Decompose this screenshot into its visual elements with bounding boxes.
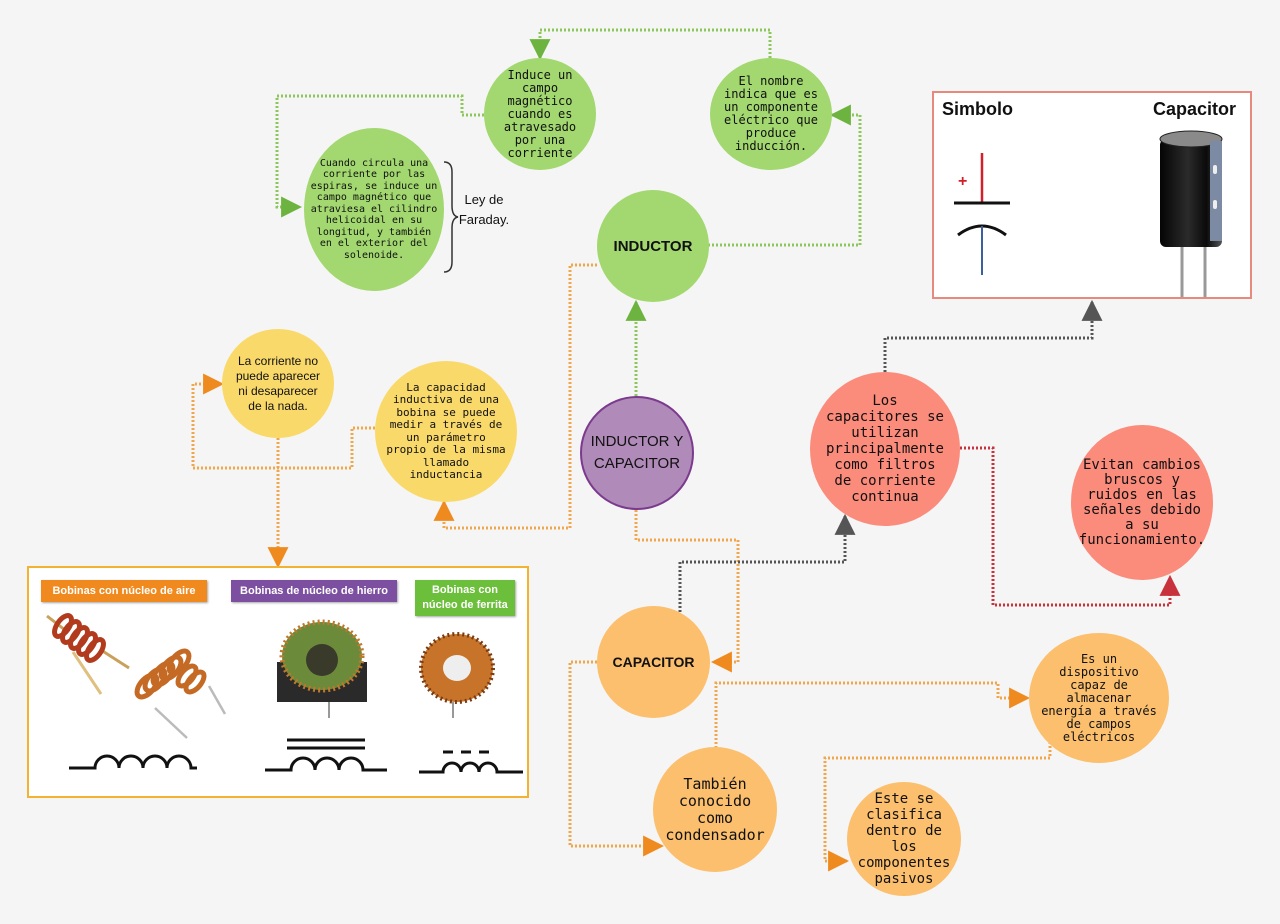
capacitor-symbol-panel: Simbolo Capacitor + [932, 91, 1252, 299]
faraday-brace [443, 161, 459, 273]
iron-core-coil-image [277, 619, 367, 718]
plus-sign: + [958, 173, 968, 190]
iron-core-inductor-symbol [265, 738, 387, 772]
ferrite-core-coil-image [419, 632, 495, 718]
air-coil-image-2 [134, 648, 227, 739]
air-coil-image-1 [46, 613, 130, 695]
solenoid-node[interactable]: Cuando circula una corriente por las esp… [304, 128, 444, 291]
symbol-label: Simbolo [942, 99, 1013, 119]
ferrite-core-inductor-symbol [419, 750, 523, 774]
air-core-inductor-symbol [69, 754, 197, 770]
coil-illustrations [46, 613, 523, 774]
center-node[interactable]: INDUCTOR Y CAPACITOR [580, 396, 694, 510]
inductance-node[interactable]: La capacidad inductiva de una bobina se … [375, 361, 517, 502]
name-meaning-node[interactable]: El nombre indica que es un componente el… [710, 58, 832, 170]
magnetic-field-node[interactable]: Induce un campo magnético cuando es atra… [484, 58, 596, 170]
storage-node[interactable]: Es un dispositivo capaz de almacenar ene… [1029, 633, 1169, 763]
coil-types-panel: Bobinas con núcleo de aire Bobinas de nú… [27, 566, 529, 798]
filters-node[interactable]: Los capacitores se utilizan principalmen… [810, 372, 960, 526]
electrolytic-capacitor-image [1159, 130, 1223, 297]
iron-core-tag: Bobinas de núcleo de hierro [231, 580, 397, 602]
air-core-tag: Bobinas con núcleo de aire [41, 580, 207, 602]
passive-node[interactable]: Este se clasifica dentro de los componen… [847, 782, 961, 896]
current-node[interactable]: La corriente no puede aparecer ni desapa… [222, 329, 334, 438]
ferrite-core-tag: Bobinas con núcleo de ferrita [415, 580, 515, 616]
capacitor-schematic-symbol [954, 153, 1010, 275]
photo-label: Capacitor [1152, 99, 1236, 119]
faraday-label: Ley de Faraday. [458, 192, 510, 227]
alias-node[interactable]: También conocido como condensador [653, 747, 777, 872]
capacitor-node[interactable]: CAPACITOR [597, 606, 710, 718]
noise-node[interactable]: Evitan cambios bruscos y ruidos en las s… [1071, 425, 1213, 580]
inductor-node[interactable]: INDUCTOR [597, 190, 709, 302]
